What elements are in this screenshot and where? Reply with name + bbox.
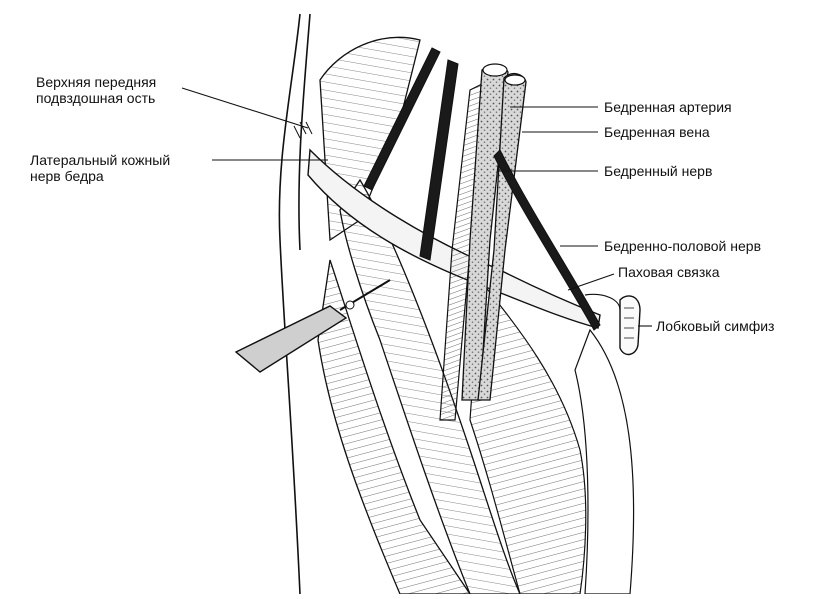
leader-lines (181, 87, 652, 327)
label-lcn-line1: Латеральный кожный (30, 152, 171, 168)
label-lcn-line2: нерв бедра (30, 168, 104, 184)
dark-nerves (363, 47, 601, 331)
label-asis-line1: Верхняя передняя (36, 74, 157, 90)
pubic-symphysis-shape (584, 293, 641, 356)
femoral-vessels (461, 63, 527, 401)
label-lcn: Латеральный кожный нерв бедра (30, 152, 170, 184)
asis-mark (293, 121, 313, 139)
label-femoral-artery: Бедренная артерия (604, 99, 732, 115)
label-pubic-symphysis: Лобковый симфиз (656, 318, 775, 334)
label-inguinal-ligament: Паховая связка (618, 264, 720, 280)
label-asis-line2: подвздошная ость (36, 90, 156, 106)
leader-asis (181, 87, 309, 129)
inguinal-ligament (307, 148, 601, 329)
label-femoral-nerve: Бедренный нерв (604, 163, 713, 179)
thigh-contour (278, 13, 311, 595)
surgical-retractor (234, 279, 391, 373)
label-genitofemoral-nerve: Бедренно-половой нерв (604, 238, 762, 254)
leader-inguinal (567, 273, 615, 291)
label-femoral-vein: Бедренная вена (604, 124, 710, 140)
label-asis: Верхняя передняя подвздошная ость (36, 74, 156, 106)
